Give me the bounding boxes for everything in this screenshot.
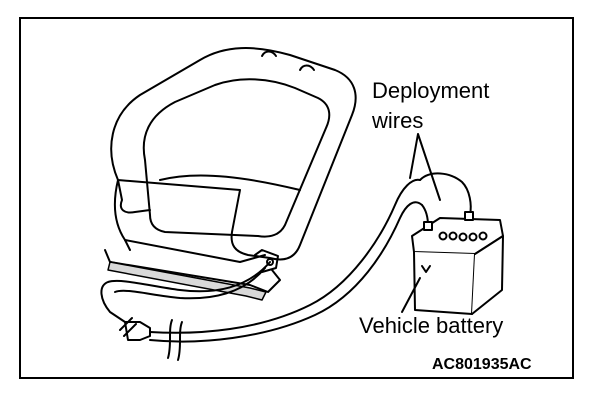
- figure-code: AC801935AC: [432, 356, 532, 373]
- battery-leader-line: [401, 277, 421, 313]
- deployment-wires-label-line2: wires: [372, 108, 424, 133]
- seat-cushion: [104, 47, 357, 293]
- deployment-wires-label-line1: Deployment: [372, 78, 490, 103]
- figure-frame: [19, 17, 574, 379]
- seat-rail-shading: [107, 261, 267, 301]
- deployment-leader-lines: [409, 133, 441, 201]
- vehicle-battery-label: Vehicle battery: [359, 313, 504, 338]
- vehicle-battery: [411, 211, 504, 315]
